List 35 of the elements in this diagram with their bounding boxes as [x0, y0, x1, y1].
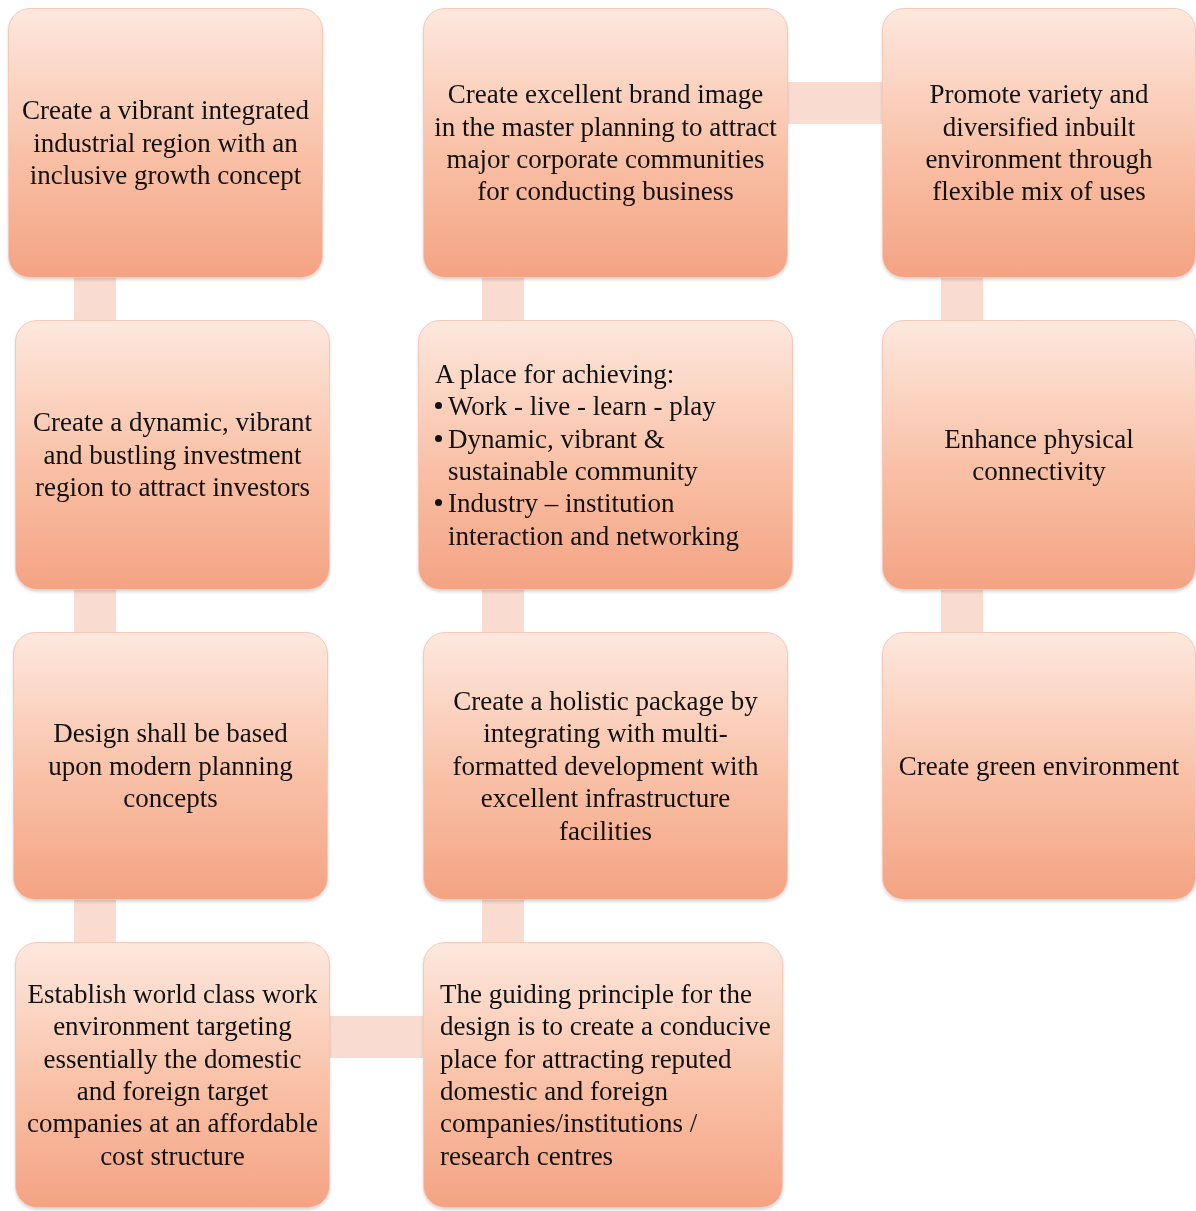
box-heading: A place for achieving: [435, 357, 676, 391]
process-box [418, 320, 793, 590]
bullet-text: Work - live - learn - play [448, 390, 716, 423]
process-box [13, 632, 328, 900]
connector-bar [482, 590, 524, 632]
box-text: The guiding principle for the design is to create a conducive place for attracting reputed domestic and foreign companies/institutions / research centres [440, 977, 772, 1173]
connector-bar [74, 590, 116, 632]
process-box [15, 942, 330, 1208]
box-text: Design shall be based upon modern planning concepts [47, 717, 294, 815]
process-box [882, 320, 1196, 590]
box-text: Create excellent brand image in the master planning to attract major corporate communities for conducting business [434, 78, 777, 208]
process-box [423, 942, 783, 1208]
connector-bar [74, 900, 116, 942]
process-box [423, 632, 788, 900]
box-text: Create a holistic package by integrating with multi- formatted development with excellent infrastructure facilities [451, 685, 760, 847]
process-box [882, 632, 1196, 900]
box-text: Create green environment [897, 749, 1181, 783]
box-text: Create a vibrant integrated industrial region with an inclusive growth concept [20, 94, 311, 192]
bullet-text: Dynamic, vibrant & sustainable community [448, 422, 699, 488]
process-box [423, 8, 788, 278]
process-box [8, 8, 323, 278]
connector-bar [482, 900, 524, 942]
connector-bar [482, 278, 524, 320]
connector-bar [941, 590, 983, 632]
box-text: Enhance physical connectivity [943, 422, 1135, 488]
bullet-text: Industry – institution interaction and networking [448, 487, 740, 553]
connector-bar [74, 278, 116, 320]
process-box [15, 320, 330, 590]
connector-bar [330, 1016, 423, 1058]
connector-bar [788, 82, 882, 124]
process-box [882, 8, 1196, 278]
box-text: Promote variety and diversified inbuilt environment through flexible mix of uses [924, 78, 1154, 208]
connector-bar [941, 278, 983, 320]
box-text: Establish world class work environment targeting essentially the domestic and foreign target companies at an affordable cost structure [26, 977, 319, 1173]
box-text: Create a dynamic, vibrant and bustling investment region to attract investors [32, 406, 313, 504]
